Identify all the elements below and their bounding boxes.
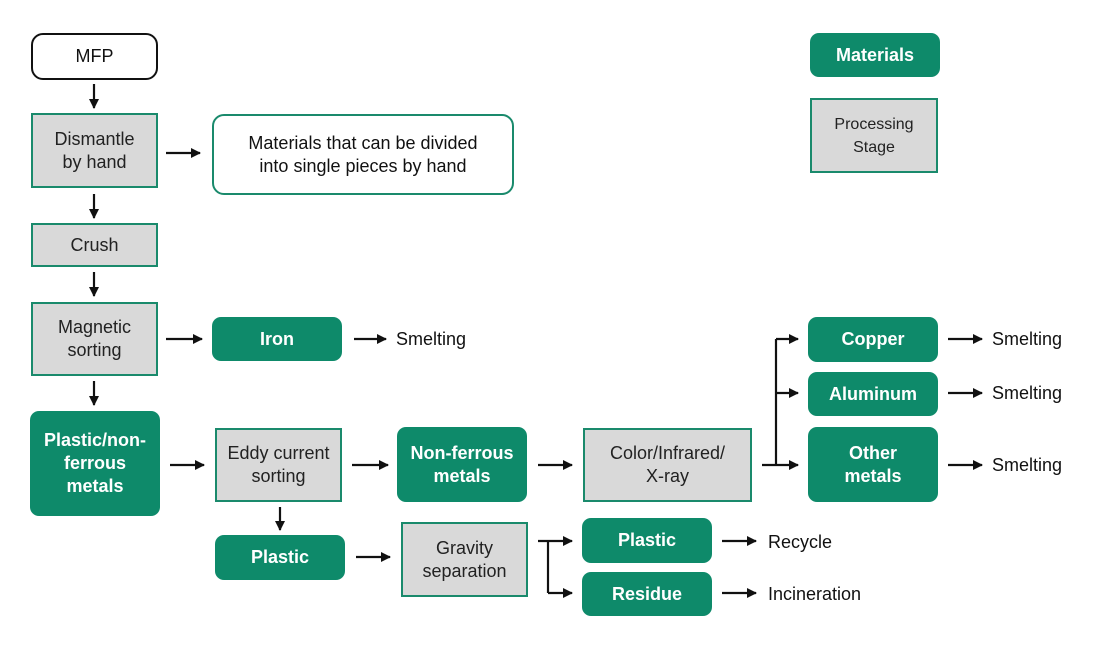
node-residue: Residue xyxy=(582,572,712,616)
legend-processing-stage: Processing Stage xyxy=(810,98,938,173)
node-plastic: Plastic xyxy=(215,535,345,580)
node-plastic-recycled: Plastic xyxy=(582,518,712,563)
legend-processing-label: Processing Stage xyxy=(834,115,914,156)
outcome-iron-smelting: Smelting xyxy=(396,329,467,349)
node-residue-label: Residue xyxy=(611,583,683,604)
node-mfp: MFP xyxy=(31,33,158,80)
legend-materials-label: Materials xyxy=(835,44,915,65)
node-plastic-nonferrous: Plastic/non- ferrous metals xyxy=(30,411,160,516)
outcome-aluminum-smelting: Smelting xyxy=(992,383,1063,403)
outcome-recycle: Recycle xyxy=(768,532,833,552)
node-plastic-recycled-label: Plastic xyxy=(617,530,677,550)
node-dismantle: Dismantle by hand xyxy=(31,113,158,188)
outcome-other-metals-smelting: Smelting xyxy=(992,455,1063,475)
node-eddy-label: Eddy current sorting xyxy=(227,443,330,486)
node-magnetic-sorting-label: Magnetic sorting xyxy=(57,317,132,360)
node-other-metals-label: Other metals xyxy=(844,442,902,486)
node-plastic-nonferrous-label: Plastic/non- ferrous metals xyxy=(43,430,146,496)
node-aluminum-label: Aluminum xyxy=(829,383,917,404)
node-color-label: Color/Infrared/ X-ray xyxy=(609,443,726,486)
node-crush-label: Crush xyxy=(70,234,119,255)
node-aluminum: Aluminum xyxy=(808,372,938,416)
outcome-copper-smelting: Smelting xyxy=(992,329,1063,349)
node-dismantle-label: Dismantle by hand xyxy=(54,128,135,172)
node-color-infrared-xray: Color/Infrared/ X-ray xyxy=(583,428,752,502)
node-magnetic-sorting: Magnetic sorting xyxy=(31,302,158,376)
node-gravity-label: Gravity separation xyxy=(422,537,507,581)
node-eddy-current-sorting: Eddy current sorting xyxy=(215,428,342,502)
node-nonferrous-label: Non-ferrous metals xyxy=(410,442,514,486)
node-gravity-separation: Gravity separation xyxy=(401,522,528,597)
node-crush: Crush xyxy=(31,223,158,267)
node-iron-label: Iron xyxy=(260,328,294,349)
node-plastic-label: Plastic xyxy=(250,547,310,567)
legend-materials: Materials xyxy=(810,33,940,77)
node-materials-note-label: Materials that can be divided into singl… xyxy=(248,132,478,176)
node-copper-label: Copper xyxy=(841,329,905,349)
node-iron: Iron xyxy=(212,317,342,361)
node-materials-note: Materials that can be divided into singl… xyxy=(212,114,514,195)
outcome-incineration: Incineration xyxy=(768,584,862,604)
node-other-metals: Other metals xyxy=(808,427,938,502)
node-nonferrous-metals: Non-ferrous metals xyxy=(397,427,527,502)
node-copper: Copper xyxy=(808,317,938,362)
node-mfp-label: MFP xyxy=(75,46,114,66)
